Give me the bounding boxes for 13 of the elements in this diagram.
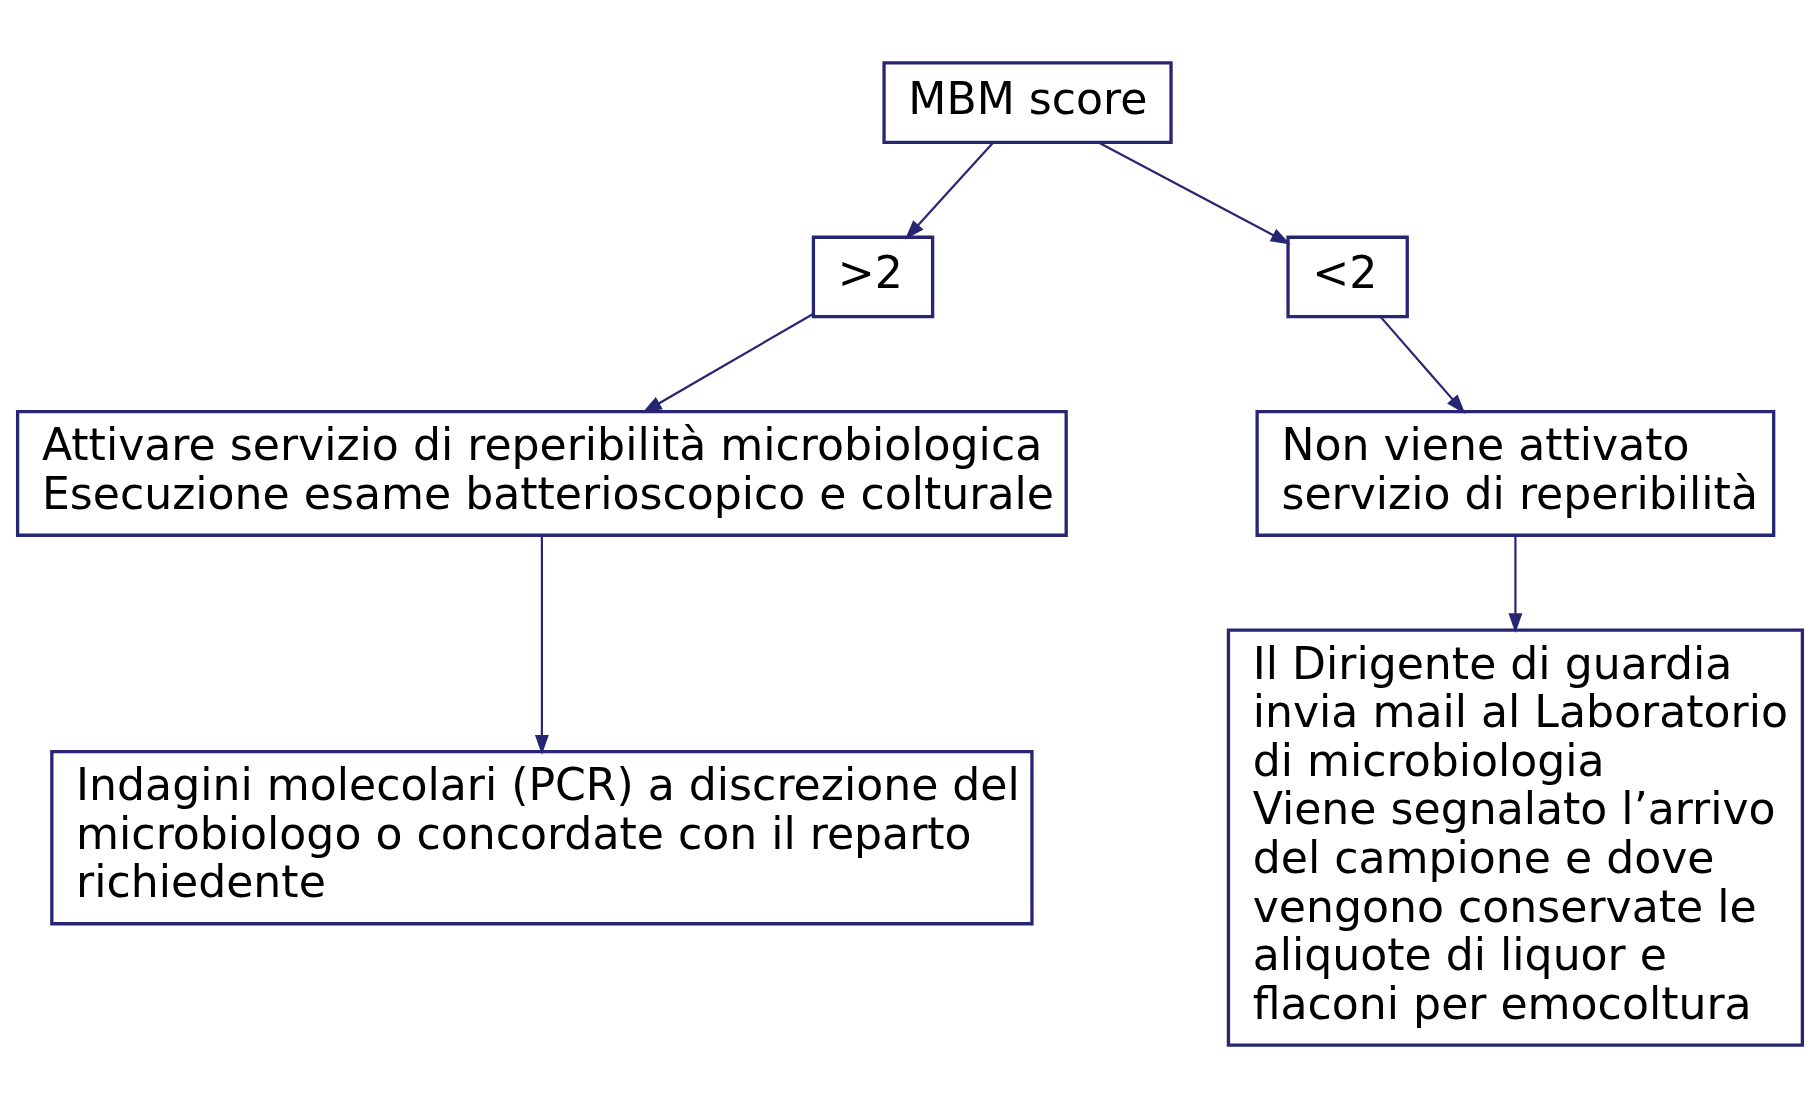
node-box: >2: [811, 235, 935, 318]
node-box: MBM score: [882, 60, 1173, 144]
node-box: Attivare servizio di reperibilità microbiologica Esecuzione esame batterioscopico e colturale: [15, 409, 1068, 537]
arrow: [1098, 141, 1291, 244]
arrow: [1508, 535, 1523, 633]
arrow: [642, 312, 814, 413]
arrow: [1379, 315, 1466, 414]
node-box: <2: [1286, 235, 1409, 318]
arrow: [534, 535, 549, 755]
node-box: Il Dirigente di guardia invia mail al Laboratorio di microbiologia Viene segnalato l’arrivo del campione e dove vengono conservate le aliquote di liquor e flaconi per emocoltura: [1226, 628, 1805, 1047]
node-box: Indagini molecolari (PCR) a discrezione del microbiologo o concordate con il reparto richiedente: [50, 749, 1034, 925]
node-box: Non viene attivato servizio di reperibilità: [1255, 409, 1776, 537]
arrow: [904, 141, 995, 240]
